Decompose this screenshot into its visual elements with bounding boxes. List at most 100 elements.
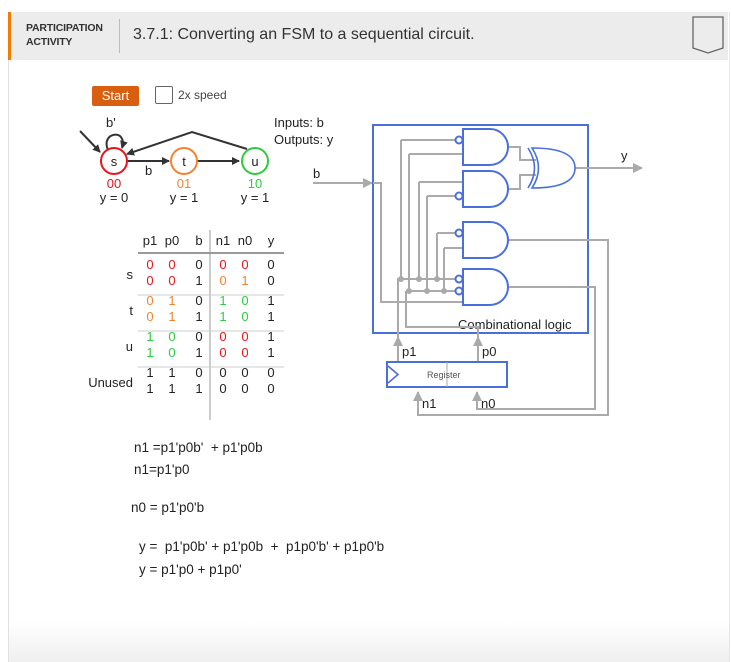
and-gate-4 [462, 268, 509, 306]
table-cell: 0 [241, 329, 248, 344]
inputs-label: Inputs: b [274, 115, 324, 130]
state-u-name: u [251, 154, 258, 169]
table-cell: 1 [195, 273, 202, 288]
inverter-bubble [454, 228, 464, 238]
table-cell: 1 [168, 365, 175, 380]
n1-label: n1 [422, 396, 436, 411]
table-header-p0: p0 [165, 233, 179, 248]
table-cell: 0 [168, 273, 175, 288]
transition-s-to-t-label: b [145, 163, 152, 178]
table-cell: 1 [219, 309, 226, 324]
activity-header: PARTICIPATION ACTIVITY 3.7.1: Converting… [8, 12, 728, 60]
or-gate [527, 147, 576, 189]
state-t-output: y = 1 [170, 190, 199, 205]
clock-triangle-icon [387, 365, 400, 384]
state-t-name: t [182, 154, 186, 169]
p1-label: p1 [402, 344, 416, 359]
bookmark-icon[interactable] [692, 16, 724, 54]
table-cell: 0 [219, 257, 226, 272]
activity-type-line1: PARTICIPATION [26, 22, 103, 34]
table-cell: 0 [267, 273, 274, 288]
table-cell: 0 [219, 273, 226, 288]
speed-checkbox[interactable] [155, 86, 173, 104]
state-u-output: y = 1 [241, 190, 270, 205]
n0-label: n0 [481, 396, 495, 411]
state-u [241, 147, 269, 175]
state-s-code: 00 [107, 176, 121, 191]
table-cell: 0 [241, 365, 248, 380]
table-group-label-unused: Unused [88, 375, 133, 390]
inverter-bubble [454, 274, 464, 284]
table-header-p1: p1 [143, 233, 157, 248]
activity-type-line2: ACTIVITY [26, 36, 73, 48]
and-gate-3 [462, 221, 509, 259]
equation-y-sop: y = p1'p0b' + p1'p0b + p1p0'b' + p1p0'b [139, 539, 385, 554]
table-cell: 0 [241, 309, 248, 324]
table-cell: 1 [267, 345, 274, 360]
table-cell: 1 [267, 309, 274, 324]
equation-n0: n0 = p1'p0'b [131, 500, 205, 515]
outputs-label: Outputs: y [274, 132, 334, 147]
self-loop-label: b' [106, 115, 116, 130]
table-cell: 0 [168, 257, 175, 272]
table-cell: 0 [219, 381, 226, 396]
circuit-input-b-label: b [313, 166, 320, 181]
circuit-output-y-label: y [621, 148, 628, 163]
table-cell: 1 [146, 345, 153, 360]
start-button[interactable]: Start [92, 86, 139, 106]
inverter-bubble [454, 286, 464, 296]
table-cell: 0 [241, 257, 248, 272]
table-cell: 0 [241, 345, 248, 360]
state-u-code: 10 [248, 176, 262, 191]
table-cell: 1 [168, 381, 175, 396]
table-cell: 0 [146, 257, 153, 272]
table-cell: 0 [146, 309, 153, 324]
table-cell: 1 [146, 365, 153, 380]
table-group-label-u: u [126, 339, 133, 354]
table-cell: 0 [219, 365, 226, 380]
table-cell: 1 [168, 309, 175, 324]
equation-y-simplified: y = p1'p0 + p1p0' [139, 562, 242, 577]
table-cell: 0 [267, 365, 274, 380]
card-bottom-fade [9, 622, 729, 662]
table-cell: 0 [219, 345, 226, 360]
and-gate-1 [462, 128, 509, 166]
combinational-logic-block [372, 124, 589, 334]
table-cell: 0 [146, 293, 153, 308]
table-cell: 0 [146, 273, 153, 288]
table-cell: 0 [241, 381, 248, 396]
speed-label: 2x speed [178, 88, 227, 102]
header-divider [119, 19, 120, 53]
initial-transition-arrow [79, 130, 101, 153]
table-header-b: b [195, 233, 202, 248]
self-loop-arrow [105, 133, 128, 151]
state-s-output: y = 0 [100, 190, 129, 205]
and-gate-2 [462, 170, 509, 208]
table-cell: 1 [195, 381, 202, 396]
activity-type-label: PARTICIPATION ACTIVITY [26, 21, 103, 49]
table-cell: 1 [195, 309, 202, 324]
table-header-n0: n0 [238, 233, 252, 248]
equation-n1-sop: n1 =p1'p0b' + p1'p0b [134, 440, 263, 455]
table-cell: 0 [195, 257, 202, 272]
sequential-circuit: b Combinational logic [313, 124, 643, 416]
table-cell: 0 [168, 345, 175, 360]
table-cell: 1 [168, 293, 175, 308]
table-cell: 0 [219, 329, 226, 344]
register-label: Register [427, 370, 461, 380]
table-cell: 1 [267, 293, 274, 308]
wire-junctions [398, 276, 447, 294]
table-cell: 1 [219, 293, 226, 308]
table-cell: 0 [168, 329, 175, 344]
state-s-name: s [111, 154, 118, 169]
state-t [170, 147, 198, 175]
and-gates [454, 128, 509, 306]
table-group-label-s: s [127, 267, 134, 282]
table-group-label-t: t [129, 303, 133, 318]
combinational-logic-label: Combinational logic [458, 317, 572, 332]
table-cell: 1 [195, 345, 202, 360]
state-t-code: 01 [177, 176, 191, 191]
inverter-bubble [454, 135, 464, 145]
table-cell: 1 [241, 273, 248, 288]
